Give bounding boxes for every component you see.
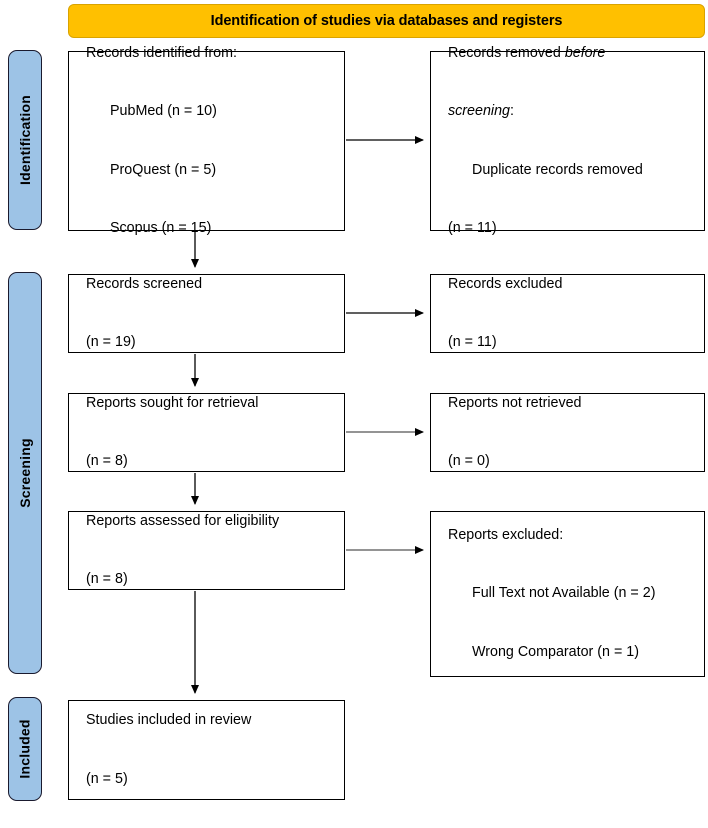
- stage-tab-screening-label: Screening: [17, 438, 33, 508]
- stage-tab-screening: Screening: [8, 272, 42, 674]
- box-records-excluded: Records excluded (n = 11): [430, 274, 705, 353]
- stage-tab-included-label: Included: [17, 719, 34, 779]
- records-removed-heading-emphasis-screening: screening: [448, 103, 510, 119]
- stage-tab-identification-label: Identification: [17, 95, 34, 185]
- records-excluded-heading: Records excluded: [448, 275, 563, 292]
- reports-sought-heading: Reports sought for retrieval: [86, 394, 259, 411]
- records-screened-heading: Records screened: [86, 275, 203, 292]
- records-screened-count: (n = 19): [86, 334, 136, 350]
- phase-banner-label: Identification of studies via databases …: [210, 13, 563, 29]
- reports-excluded-heading: Reports excluded:: [448, 526, 564, 543]
- box-reports-excluded: Reports excluded: Full Text not Availabl…: [430, 511, 705, 677]
- box-records-identified: Records identified from: PubMed (n = 10)…: [68, 45, 345, 236]
- reports-assessed-count: (n = 8): [86, 571, 128, 587]
- studies-included-heading: Studies included in review: [86, 712, 252, 728]
- box-studies-included-in-review: Studies included in review (n = 5): [68, 700, 345, 800]
- records-identified-source-proquest: ProQuest (n = 5): [110, 161, 217, 178]
- reports-assessed-heading: Reports assessed for eligibility: [86, 512, 280, 529]
- records-identified-heading: Records identified from:: [86, 44, 237, 61]
- studies-included-count: (n = 5): [86, 770, 128, 787]
- stage-tab-identification: Identification: [8, 50, 42, 230]
- reports-excluded-reason-comparator: Wrong Comparator (n = 1): [472, 643, 639, 660]
- reports-sought-count: (n = 8): [86, 453, 128, 469]
- box-reports-assessed-for-eligibility: Reports assessed for eligibility (n = 8): [68, 511, 345, 590]
- reports-not-retrieved-heading: Reports not retrieved: [448, 394, 582, 411]
- prisma-flow-diagram: Identification of studies via databases …: [8, 4, 705, 801]
- records-removed-heading-colon: :: [510, 103, 514, 119]
- box-records-removed: Records removed before screening: Duplic…: [430, 45, 705, 236]
- stage-tab-included: Included: [8, 697, 42, 801]
- records-removed-heading-line2: screening:: [448, 102, 704, 122]
- reports-not-retrieved-count: (n = 0): [448, 453, 490, 469]
- records-removed-heading-prefix: Records removed: [448, 44, 565, 61]
- records-removed-item-duplicates: Duplicate records removed: [472, 161, 643, 178]
- records-identified-source-scopus: Scopus (n = 15): [110, 220, 212, 236]
- records-removed-count: (n = 11): [448, 220, 497, 236]
- records-removed-heading-emphasis-before: before: [564, 44, 606, 61]
- records-removed-heading-line1: Records removed before: [448, 44, 704, 64]
- box-reports-not-retrieved: Reports not retrieved (n = 0): [430, 393, 705, 472]
- records-excluded-count: (n = 11): [448, 334, 497, 350]
- records-identified-source-pubmed: PubMed (n = 10): [110, 103, 217, 119]
- box-reports-sought-for-retrieval: Reports sought for retrieval (n = 8): [68, 393, 345, 472]
- box-records-screened: Records screened (n = 19): [68, 274, 345, 353]
- phase-banner: Identification of studies via databases …: [68, 4, 705, 38]
- reports-excluded-reason-fulltext: Full Text not Available (n = 2): [472, 585, 656, 602]
